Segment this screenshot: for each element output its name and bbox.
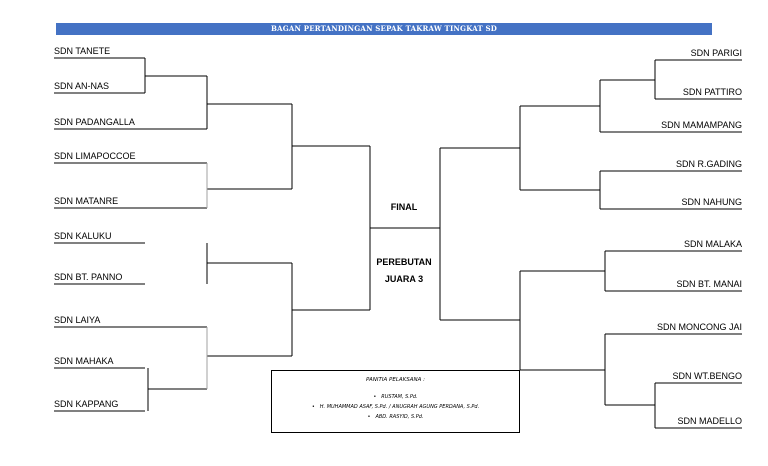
match-connector	[145, 162, 207, 209]
match-connector	[520, 333, 655, 405]
match-connector	[145, 326, 207, 390]
left-team-label: SDN MATANRE	[54, 196, 118, 206]
left-team-label: SDN AN-NAS	[54, 81, 109, 91]
right-team-labels: SDN PARIGI SDN PATTIRO SDN MAMAMPANG SDN R.…	[657, 48, 742, 426]
match-connector	[520, 80, 655, 133]
right-team-label: SDN BT. MANAI	[676, 279, 742, 289]
left-team-label: SDN LIMAPOCCOE	[54, 151, 136, 161]
committee-member: RUSTAM, S.Pd.	[272, 392, 519, 402]
left-team-label: SDN MAHAKA	[54, 356, 114, 366]
committee-box: PANITIA PELAKSANA : RUSTAM, S.Pd. H. MUH…	[271, 370, 520, 433]
right-team-label: SDN PARIGI	[691, 48, 742, 58]
match-connector	[292, 146, 371, 311]
right-team-label: SDN WT.BENGO	[672, 371, 742, 381]
third-place-label-line2: JUARA 3	[385, 274, 423, 284]
third-place-label-line1: PEREBUTAN	[376, 257, 431, 267]
match-connector	[520, 250, 655, 292]
right-team-label: SDN MALAKA	[684, 239, 742, 249]
match-connector	[291, 104, 370, 189]
match-connector	[605, 383, 656, 428]
final-label: FINAL	[391, 202, 418, 212]
match-connector	[600, 60, 656, 99]
left-team-label: SDN TANETE	[54, 46, 110, 56]
committee-member: ABD. RASYID, S.Pd.	[272, 412, 519, 422]
left-team-label: SDN KAPPANG	[54, 399, 118, 409]
left-team-labels: SDN TANETE SDN AN-NAS SDN PADANGALLA SDN LI…	[54, 46, 136, 409]
committee-list: RUSTAM, S.Pd. H. MUHAMMAD ASAF, S.Pd. / …	[272, 392, 519, 422]
bracket-lines	[54, 57, 742, 429]
committee-heading: PANITIA PELAKSANA :	[366, 377, 425, 383]
left-team-label: SDN BT. PANNO	[54, 272, 122, 282]
bracket-title: BAGAN PERTANDINGAN SEPAK TAKRAW TINGKAT …	[56, 23, 712, 35]
match-connector	[440, 271, 521, 370]
right-team-label: SDN PATTIRO	[683, 87, 742, 97]
left-team-label: SDN LAIYA	[54, 315, 100, 325]
right-team-label: SDN MONCONG JAI	[657, 322, 742, 332]
right-team-label: SDN R.GADING	[676, 159, 742, 169]
left-team-label: SDN PADANGALLA	[54, 117, 135, 127]
committee-member: H. MUHAMMAD ASAF, S.Pd. / ANUGRAH AGUNG …	[272, 402, 519, 412]
match-connector	[144, 58, 207, 93]
right-team-label: SDN MADELLO	[677, 416, 742, 426]
match-connector	[440, 106, 521, 190]
right-team-label: SDN MAMAMPANG	[661, 120, 742, 130]
right-team-label: SDN NAHUNG	[681, 197, 742, 207]
left-team-label: SDN KALUKU	[54, 231, 112, 241]
match-connector	[145, 76, 292, 130]
match-connector	[520, 170, 655, 210]
